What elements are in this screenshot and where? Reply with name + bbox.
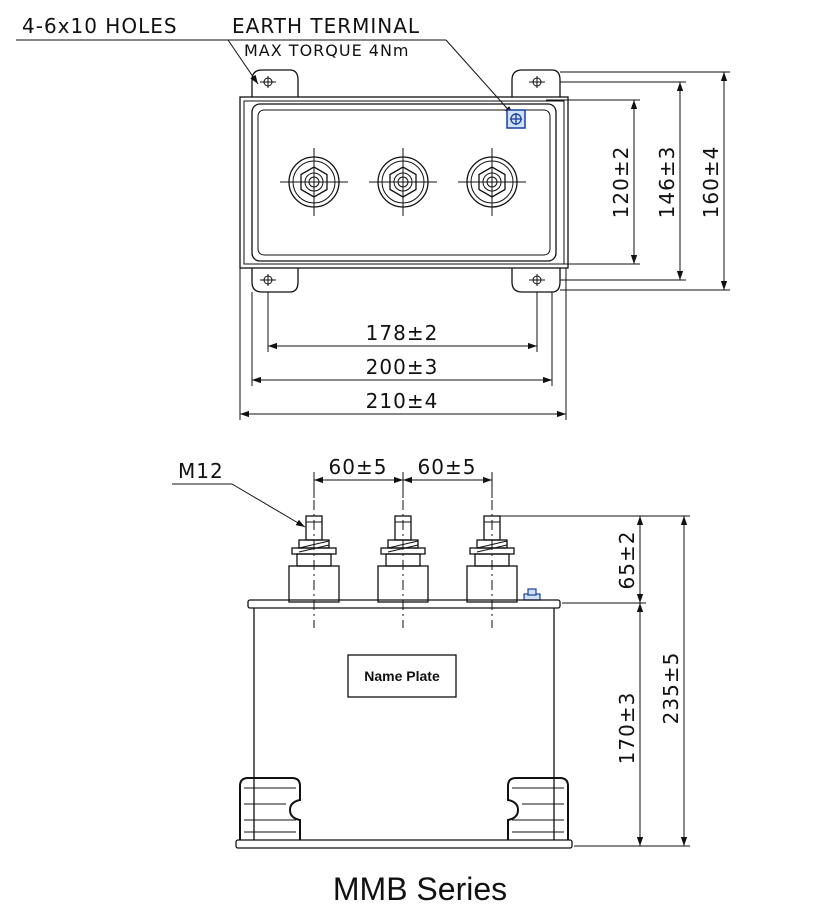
mount-ear-bl	[251, 268, 299, 293]
earth-leader	[445, 39, 514, 116]
dim-pitch-2: 60±5	[418, 455, 477, 479]
side-terminal-2	[377, 500, 429, 628]
earth-terminal-icon	[506, 109, 526, 129]
side-view: M12 60±5 60±5 Name Plate	[172, 455, 690, 849]
holes-callout: 4-6x10 HOLES	[22, 14, 178, 38]
mount-hole-br	[529, 274, 545, 286]
casing-outer	[239, 96, 569, 269]
thread-callout: M12	[178, 459, 224, 483]
top-view-terminals	[280, 148, 526, 216]
series-title: MMB Series	[333, 871, 507, 907]
side-terminal-1	[288, 500, 340, 628]
dim-width-mid: 200±3	[366, 355, 439, 379]
top-view: 4-6x10 HOLES EARTH TERMINAL MAX TORQUE 4…	[16, 14, 730, 420]
mount-hole-tl	[260, 76, 276, 88]
can-body	[253, 608, 555, 840]
dim-total-height: 235±5	[659, 652, 683, 725]
foot-right	[507, 777, 569, 840]
can-lid	[247, 599, 561, 609]
side-terminal-3	[466, 500, 518, 628]
name-plate	[347, 654, 457, 698]
name-plate-label: Name Plate	[364, 668, 440, 684]
dim-body-height: 170±3	[615, 692, 639, 765]
mount-ear-tl	[251, 69, 299, 97]
side-view-terminals	[288, 500, 518, 628]
casing-lid	[251, 103, 557, 262]
mount-ear-tr	[511, 69, 561, 97]
casing-rim	[243, 100, 565, 265]
dim-height-outer: 160±4	[699, 146, 723, 219]
foot-left	[239, 777, 301, 840]
top-terminal-2	[369, 148, 437, 216]
top-terminal-3	[458, 148, 526, 216]
dim-width-inner: 178±2	[366, 321, 439, 345]
torque-callout: MAX TORQUE 4Nm	[244, 41, 410, 60]
casing-lid-inner	[257, 109, 551, 256]
earth-terminal-callout: EARTH TERMINAL	[232, 14, 420, 38]
can-base	[235, 839, 573, 849]
top-terminal-1	[280, 148, 348, 216]
dim-pitch-1: 60±5	[329, 455, 388, 479]
dim-height-inner: 120±2	[609, 146, 633, 219]
dim-width-outer: 210±4	[366, 389, 439, 413]
dim-height-mid: 146±3	[655, 146, 679, 219]
mount-hole-bl	[260, 274, 276, 286]
thread-leader	[231, 483, 306, 528]
mount-hole-tr	[529, 76, 545, 88]
earth-stud-side	[523, 588, 541, 601]
dim-terminal-height: 65±2	[615, 531, 639, 590]
